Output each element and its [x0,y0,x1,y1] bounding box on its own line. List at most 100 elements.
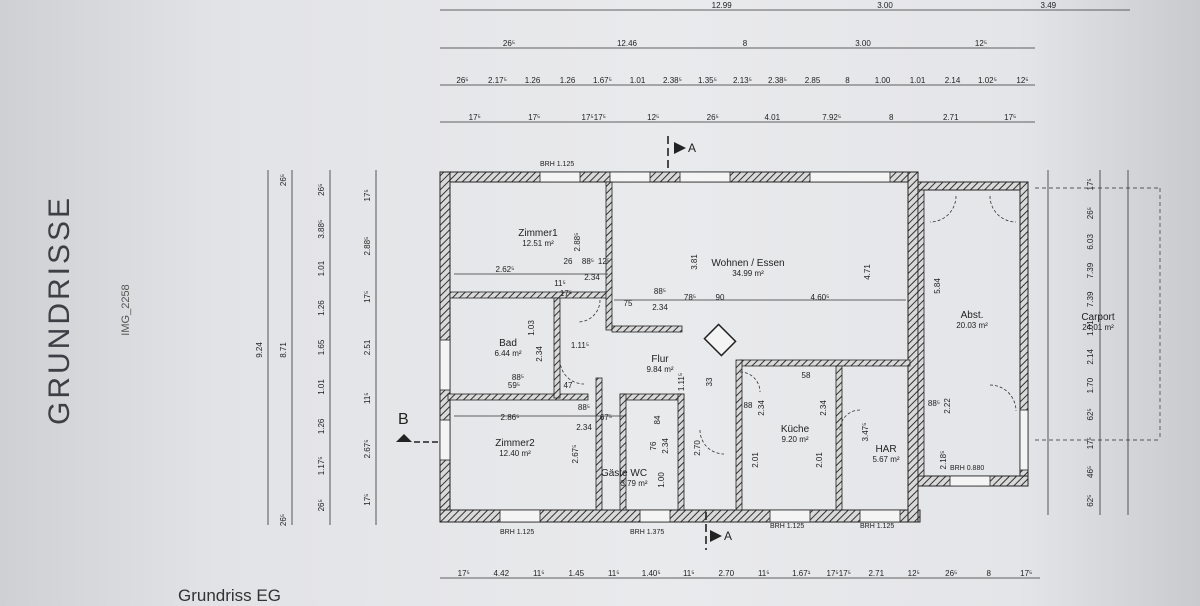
room-area-bad: 6.44 m² [494,349,521,358]
carport-outline [1035,187,1161,441]
dim-label-top1: 12.99 [712,1,733,10]
dim-label-bottom: 4.42 [493,569,509,578]
door-swing [929,195,957,223]
dim-label-bottom: 1.45 [568,569,584,578]
dim-label-interior: 26 [564,257,573,266]
chimney [703,323,737,357]
dim-label-left: 17⁵ [363,189,372,201]
brh-labels: BRH 1.125 BRH 1.125 BRH 1.375 BRH 1.125 … [500,161,984,536]
brh-label: BRH 1.375 [630,529,664,536]
dim-label-left: 26⁵ [317,499,326,511]
wall-north-abst [917,181,1029,191]
dim-label-right: 62⁵ [1086,495,1095,507]
dim-label-top3: 1.67⁵ [593,76,612,85]
door-swing [699,429,725,455]
dim-label-right: 17⁵ [1086,437,1095,449]
window [499,509,541,523]
dim-label-right: 1.01 [1086,320,1095,336]
dim-label-bottom: 17⁵17⁵ [827,569,851,578]
dim-label-top2: 12⁵ [975,39,987,48]
dim-label-interior: 2.67⁵ [571,445,580,464]
dim-label-bottom: 8 [987,569,992,578]
wall [611,325,683,333]
dim-label-top2: 3.00 [855,39,871,48]
dim-label-left: 1.26 [317,418,326,434]
door-swing [839,409,861,431]
dim-label-interior: 88⁵ [582,257,594,266]
wall [735,359,743,511]
window [439,419,451,461]
dim-label-interior: 1.11⁵ [571,341,589,350]
dim-label-interior: 76 [649,441,658,450]
interior-walls [447,181,925,511]
section-label-b: B [398,411,409,428]
dim-label-interior: 2.01 [815,452,824,468]
dim-label-top3: 1.35⁵ [698,76,717,85]
room-name-flur: Flur [651,354,669,365]
wall [619,393,627,511]
dim-label-bottom: 2.70 [718,569,734,578]
dim-label-left: 2.88⁵ [363,237,372,256]
wall [595,377,603,511]
dim-label-left: 2.67⁵ [363,439,372,458]
window [949,475,991,487]
dim-label-top4: 2.71 [943,113,959,122]
window [679,171,731,183]
dim-label-top3: 2.38⁵ [768,76,787,85]
dim-label-bottom: 17⁵ [458,569,470,578]
dim-label-interior: 2.86⁵ [501,413,520,422]
dim-label-bottom: 26⁵ [945,569,957,578]
dim-label-left: 8.71 [279,342,288,358]
dim-label-interior: 58 [802,371,811,380]
dim-label-right: 6.03 [1086,234,1095,250]
dim-label-top1: 3.49 [1041,1,1057,10]
wall [619,393,685,401]
window [859,509,901,523]
dim-label-interior: 33 [705,377,714,386]
dim-label-top4: 17⁵ [469,113,481,122]
dim-label-top4: 12⁵ [647,113,659,122]
dim-label-top3: 12⁵ [1016,76,1028,85]
room-area-kueche: 9.20 m² [781,435,808,444]
dim-label-top3: 1.26 [525,76,541,85]
dim-label-interior: 88⁵ [928,399,940,408]
dim-label-top4: 26⁵ [707,113,719,122]
dim-label-interior: 2.62⁵ [496,265,515,274]
dim-label-interior: 78⁵ [684,293,696,302]
dim-label-bottom: 1.40⁵ [642,569,661,578]
dim-label-interior: 3.81 [690,254,699,270]
dim-label-top2: 26⁵ [503,39,515,48]
dim-label-top3: 8 [845,76,850,85]
dim-label-left: 1.01 [317,260,326,276]
dim-label-interior: 84 [653,415,662,424]
dimension-lines [267,9,1130,579]
wall [835,365,843,511]
room-name-gaeste-wc: Gäste WC [601,468,647,479]
dim-label-top3: 1.01 [630,76,646,85]
wall [553,297,561,399]
dim-label-interior: 2.34 [757,400,766,416]
dim-label-interior: 2.34 [661,438,670,454]
dim-label-top3: 2.85 [805,76,821,85]
dim-label-interior: 1.00 [657,472,666,488]
dim-label-left: 1.17⁵ [317,456,326,475]
dim-label-left: 1.26 [317,300,326,316]
room-area-har: 5.67 m² [872,455,899,464]
window [539,171,581,183]
wall [447,393,589,401]
room-area-gaeste-wc: 3.79 m² [620,479,647,488]
room-name-kueche: Küche [781,424,810,435]
dim-label-interior: 3.47⁵ [861,423,870,442]
dim-label-bottom: 12⁵ [908,569,920,578]
dim-label-interior: 88 [744,401,753,410]
dim-label-left: 17⁵ [363,494,372,506]
dim-label-top4: 17⁵17⁵ [582,113,606,122]
window [769,509,811,523]
wall [739,359,911,367]
room-name-abst: Abst. [961,310,984,321]
dim-label-top3: 26⁵ [456,76,468,85]
dim-label-top3: 1.02⁵ [978,76,997,85]
dim-label-right: 17⁵ [1086,178,1095,190]
room-name-har: HAR [875,444,896,455]
